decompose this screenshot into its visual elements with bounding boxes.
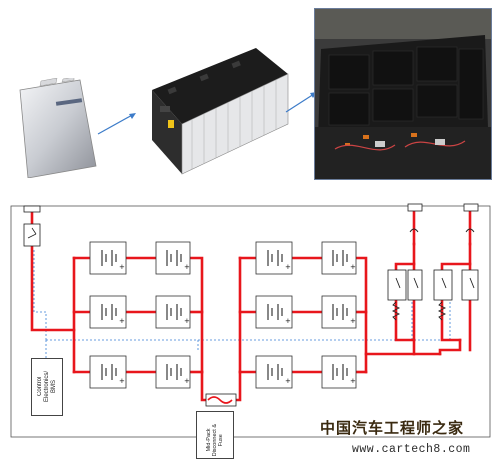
pouch-cell-image [19, 78, 97, 178]
svg-text:+: + [285, 263, 291, 271]
contactors [387, 269, 479, 301]
watermark-cn: 中国汽车工程师之家 [320, 419, 465, 437]
terminal-fuses [23, 203, 479, 247]
pack-circuit-diagram: + + + + + + + + + + + + [10, 203, 491, 438]
svg-text:+: + [350, 377, 356, 385]
svg-text:+: + [184, 317, 190, 325]
precharge-resistors [391, 301, 447, 321]
svg-text:+: + [119, 317, 125, 325]
bms-box: Control Electronics/ BMS [31, 358, 63, 416]
svg-text:+: + [285, 377, 291, 385]
pack-enclosure [10, 205, 491, 438]
svg-text:+: + [119, 263, 125, 271]
arrow-icon [97, 113, 136, 135]
midpack-fuse-symbol [207, 396, 233, 404]
cell-modules: + + + + + + + + + + + + [89, 241, 357, 389]
svg-text:+: + [285, 317, 291, 325]
cell-symbols [101, 250, 348, 380]
signal-lines [33, 250, 451, 358]
svg-text:+: + [350, 317, 356, 325]
fuse-symbols [409, 228, 475, 233]
battery-module-image [152, 48, 289, 175]
svg-text:+: + [184, 377, 190, 385]
battery-pack-image [314, 8, 492, 180]
watermark-url: www.cartech8.com [352, 443, 471, 456]
midpack-fuse-label: Mid-Pack Disconnect & Fuse [206, 423, 224, 456]
midpack-fuse-box: Mid-Pack Disconnect & Fuse [196, 411, 234, 459]
bms-label: Control Electronics/ BMS [36, 371, 57, 403]
svg-text:+: + [184, 263, 190, 271]
svg-text:+: + [350, 263, 356, 271]
svg-text:+: + [119, 377, 125, 385]
